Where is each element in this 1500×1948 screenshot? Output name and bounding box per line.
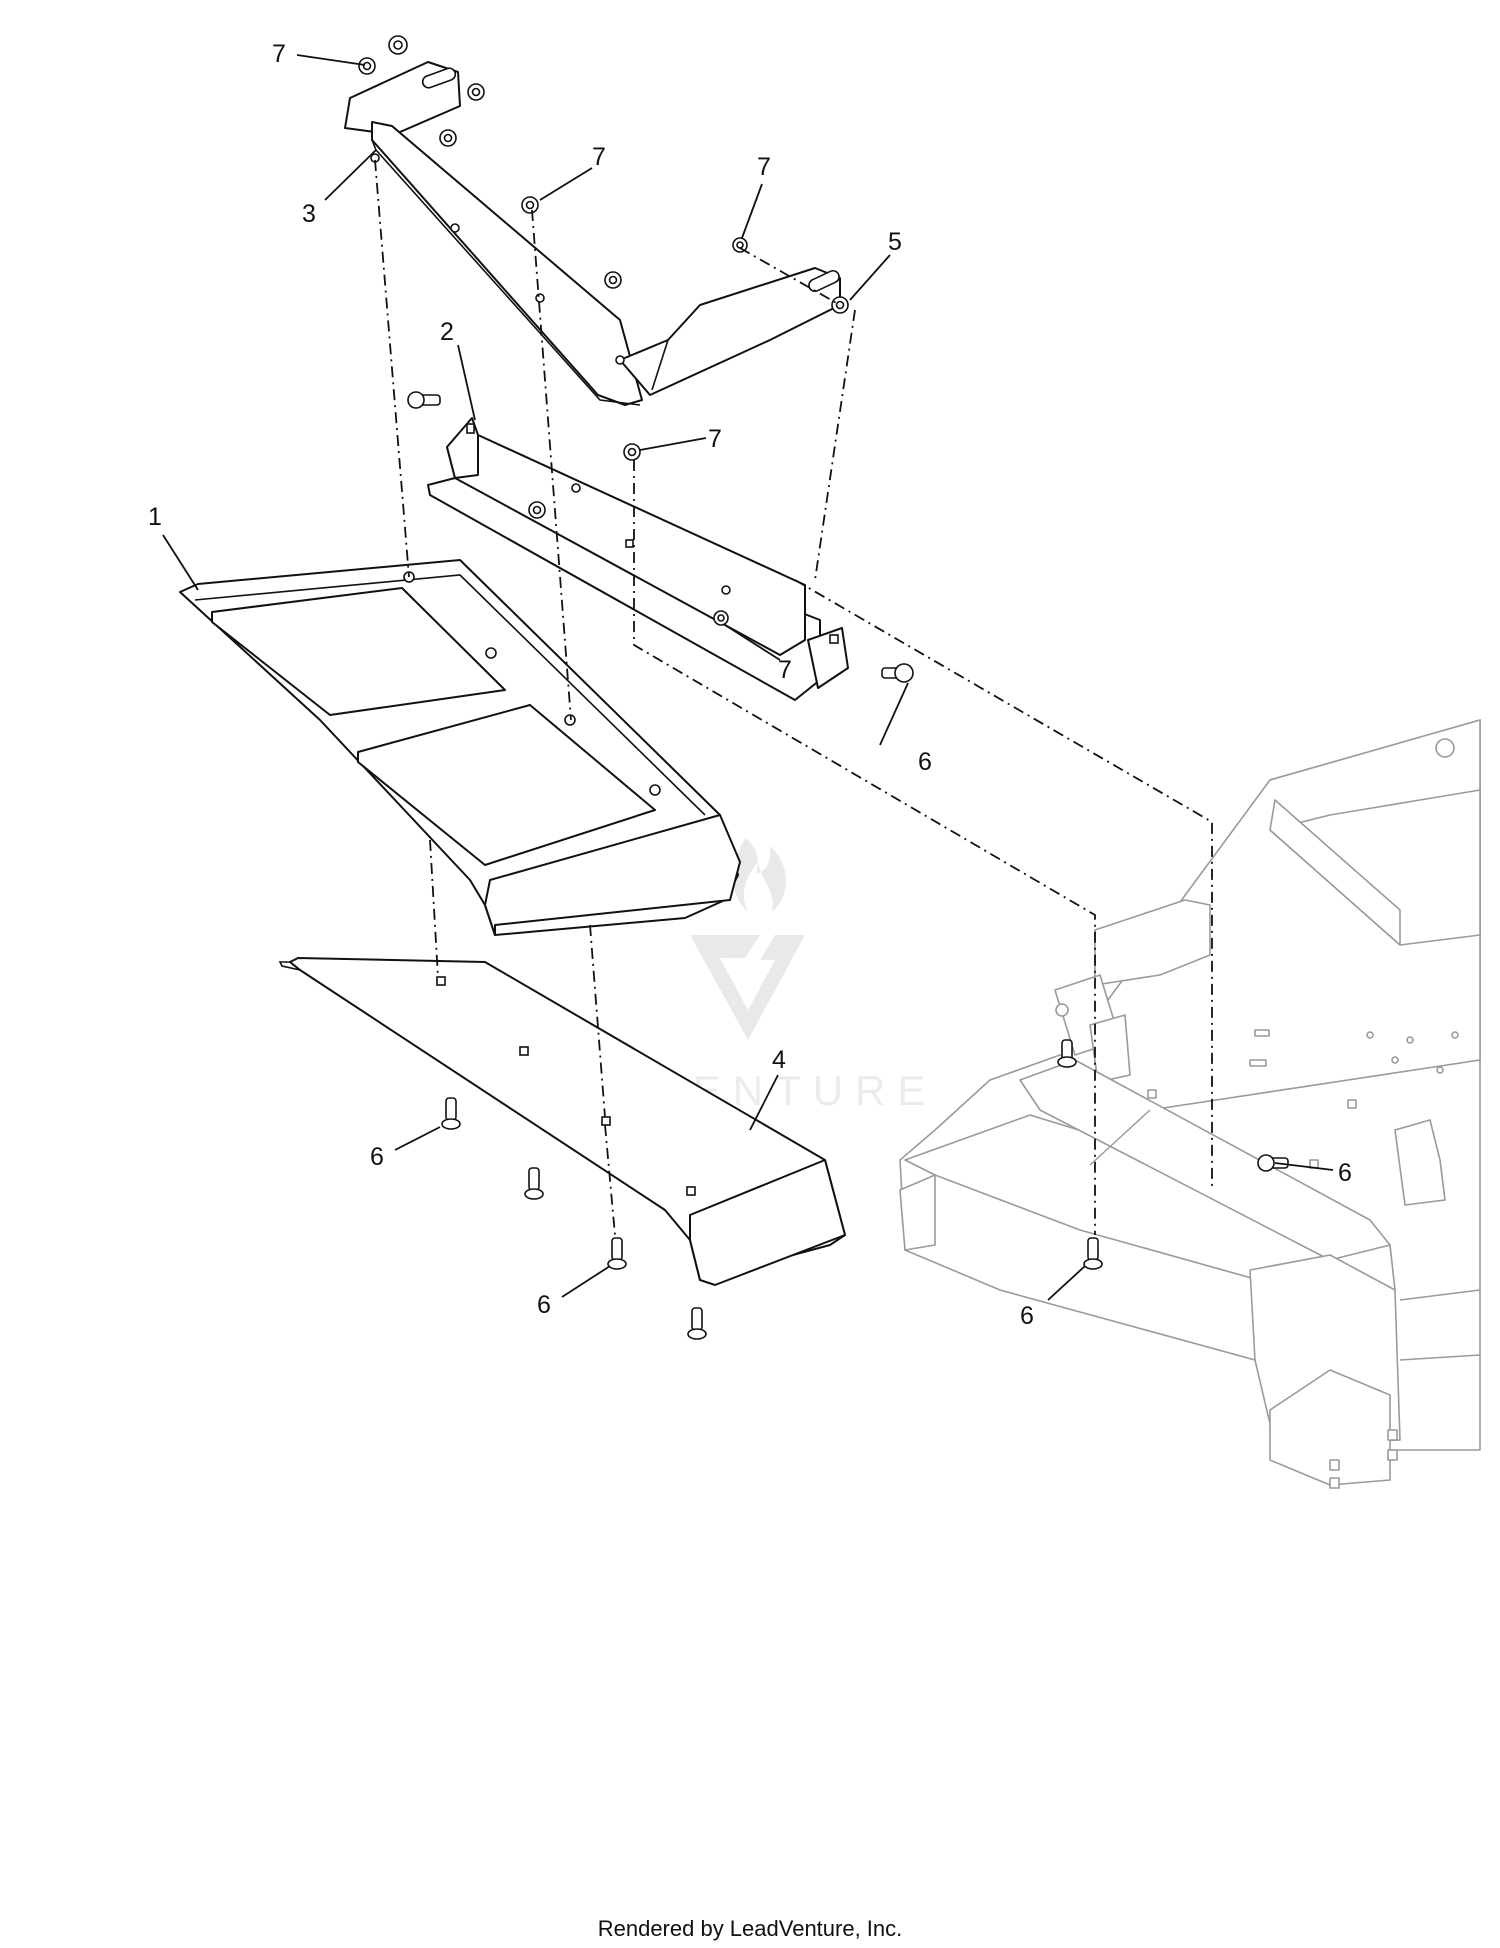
- footer-credit: Rendered by LeadVenture, Inc.: [597, 1916, 903, 1941]
- callout-labels: 1 2 3 4 5 6 6 6 6 6 7 7 7 7 7: [148, 40, 1352, 1330]
- carriage-bolt-icon: [1083, 1237, 1103, 1270]
- callout-part-7: 7: [592, 143, 606, 171]
- heat-shield-front-face: [689, 1159, 846, 1286]
- carriage-bolt-icon: [407, 391, 441, 409]
- callout-part-6: 6: [537, 1291, 551, 1319]
- floor-pan-right-mat: [357, 704, 656, 866]
- carriage-bolt-icon: [881, 663, 914, 683]
- part-4-heat-shield: [278, 957, 846, 1286]
- carriage-bolt-icon: [1257, 1154, 1289, 1172]
- hardware: [358, 35, 1289, 1340]
- carriage-bolt-icon: [687, 1307, 707, 1340]
- callout-part-6: 6: [918, 748, 932, 776]
- heat-shield-plate: [289, 957, 846, 1281]
- callout-part-7: 7: [757, 153, 771, 181]
- callout-part-5: 5: [888, 228, 902, 256]
- carriage-bolt-icon: [607, 1237, 627, 1270]
- floor-pan-front-face: [484, 814, 741, 936]
- part-3-upper-bracket: [344, 61, 841, 406]
- callout-part-6: 6: [1338, 1159, 1352, 1187]
- callout-part-4: 4: [772, 1046, 786, 1074]
- assembly-lines: [374, 159, 1213, 1236]
- callout-part-7: 7: [272, 40, 286, 68]
- upper-bracket-bar: [371, 121, 643, 406]
- part-2-support-channel: [427, 417, 849, 701]
- floor-pan-left-mat: [211, 587, 506, 716]
- v-logo-watermark-icon: [690, 935, 805, 1040]
- carriage-bolt-icon: [524, 1167, 544, 1200]
- carriage-bolt-icon: [441, 1097, 461, 1130]
- mower-deck: [899, 719, 1481, 1489]
- callout-part-7: 7: [708, 425, 722, 453]
- callout-part-3: 3: [302, 200, 316, 228]
- carriage-bolt-icon: [1057, 1039, 1077, 1068]
- part-1-floor-pan: [179, 559, 741, 936]
- callout-part-2: 2: [440, 318, 454, 346]
- upper-bracket-end-plate: [619, 267, 841, 396]
- callout-part-1: 1: [148, 503, 162, 531]
- callout-part-6: 6: [1020, 1302, 1034, 1330]
- callout-part-6: 6: [370, 1143, 384, 1171]
- callout-part-7: 7: [778, 656, 792, 684]
- leader-lines: [162, 54, 1334, 1301]
- flame-watermark-icon: [733, 838, 786, 912]
